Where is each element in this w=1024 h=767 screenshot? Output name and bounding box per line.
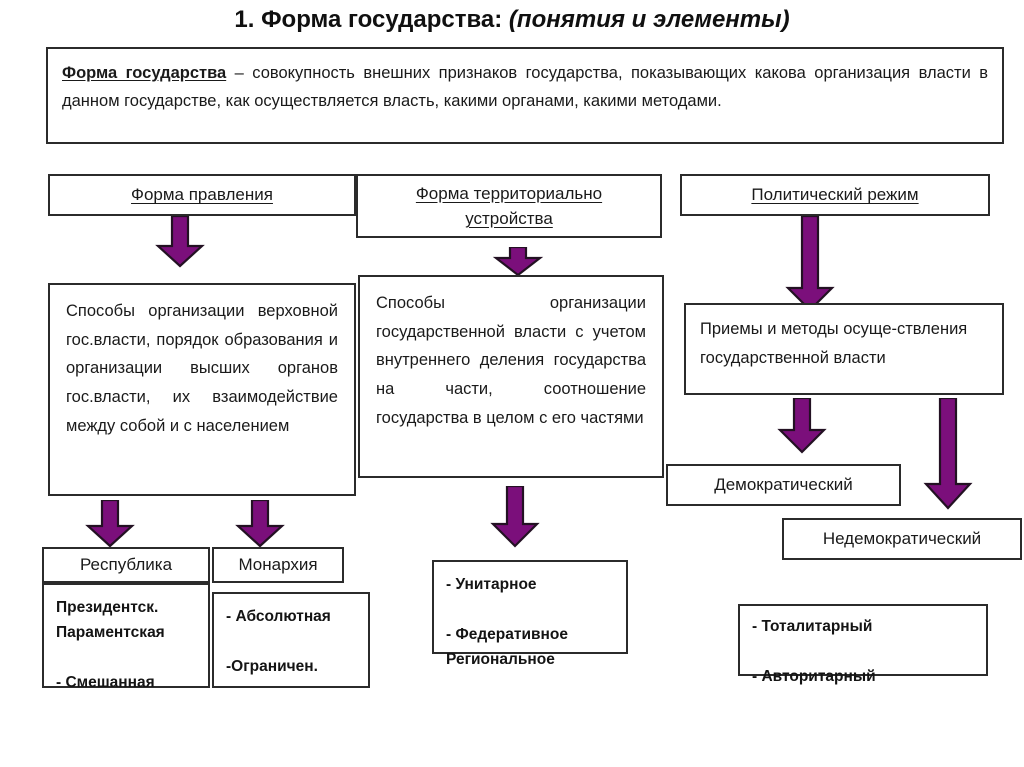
definition-term: Форма государства <box>62 64 227 82</box>
title-number: 1. <box>234 6 255 33</box>
arrow-down-territorial-types <box>485 486 545 548</box>
regime-nondemocratic-label: Недемократический <box>822 529 982 548</box>
description-political-regime: Приемы и методы осуще-ствления государст… <box>684 303 1004 395</box>
result-monarchy-items: - Абсолютная -Ограничен. <box>212 592 370 688</box>
header-political-regime[interactable]: Политический режим <box>680 174 990 216</box>
result-territorial-items-text: - Унитарное - Федеративное Региональное <box>446 576 568 669</box>
result-nondemocratic-items: - Тоталитарный - Авторитарный <box>738 604 988 685</box>
title-main: Форма государства: <box>261 6 503 33</box>
header-territorial-structure-label-line2: устройства <box>465 209 553 228</box>
result-republic-items: Президентск. Параментская - Смешанная <box>42 583 210 691</box>
result-territorial-items: - Унитарное - Федеративное Региональное <box>432 560 628 668</box>
result-republic-items-text: Президентск. Параментская - Смешанная <box>56 599 165 692</box>
definition-text: Форма государства – совокупность внешних… <box>62 59 988 116</box>
result-nondemocratic-items-text: - Тоталитарный - Авторитарный <box>752 618 876 686</box>
regime-democratic-label: Демократический <box>714 475 853 494</box>
arrow-down-republic <box>80 500 140 548</box>
result-monarchy-title-label: Монархия <box>238 555 318 574</box>
header-territorial-structure-label-line1: Форма территориально <box>415 183 603 203</box>
arrow-down-political-regime <box>780 216 840 312</box>
header-political-regime-label: Политический режим <box>751 185 919 205</box>
description-form-of-government-text: Способы организации верховной гос.власти… <box>66 302 338 435</box>
arrow-down-territorial-structure <box>488 247 548 277</box>
regime-democratic[interactable]: Демократический <box>666 464 901 506</box>
regime-nondemocratic[interactable]: Недемократический <box>782 518 1022 560</box>
result-republic-title[interactable]: Республика <box>42 547 210 583</box>
header-form-of-government[interactable]: Форма правления <box>48 174 356 216</box>
arrow-down-democratic <box>772 398 832 454</box>
arrow-down-monarchy <box>230 500 290 548</box>
arrow-down-nondemocratic <box>918 398 978 510</box>
title-parenthetical: (понятия и элементы) <box>508 6 790 33</box>
definition-body: – совокупность внешних признаков государ… <box>62 64 988 111</box>
arrow-down-form-of-government <box>150 216 210 268</box>
result-republic-title-label: Республика <box>79 555 173 574</box>
header-form-of-government-label: Форма правления <box>131 185 273 205</box>
description-political-regime-text: Приемы и методы осуще-ствления государст… <box>700 320 968 367</box>
result-monarchy-title[interactable]: Монархия <box>212 547 344 583</box>
description-form-of-government: Способы организации верховной гос.власти… <box>48 283 356 496</box>
header-territorial-structure[interactable]: Форма территориально устройства <box>356 174 662 238</box>
description-territorial-structure-text: Способы организации государственной влас… <box>376 294 646 427</box>
description-territorial-structure: Способы организации государственной влас… <box>358 275 664 478</box>
page-title: 1. Форма государства: (понятия и элемент… <box>0 6 1024 34</box>
definition-box: Форма государства – совокупность внешних… <box>46 47 1004 144</box>
result-monarchy-items-text: - Абсолютная -Ограничен. <box>226 608 331 676</box>
